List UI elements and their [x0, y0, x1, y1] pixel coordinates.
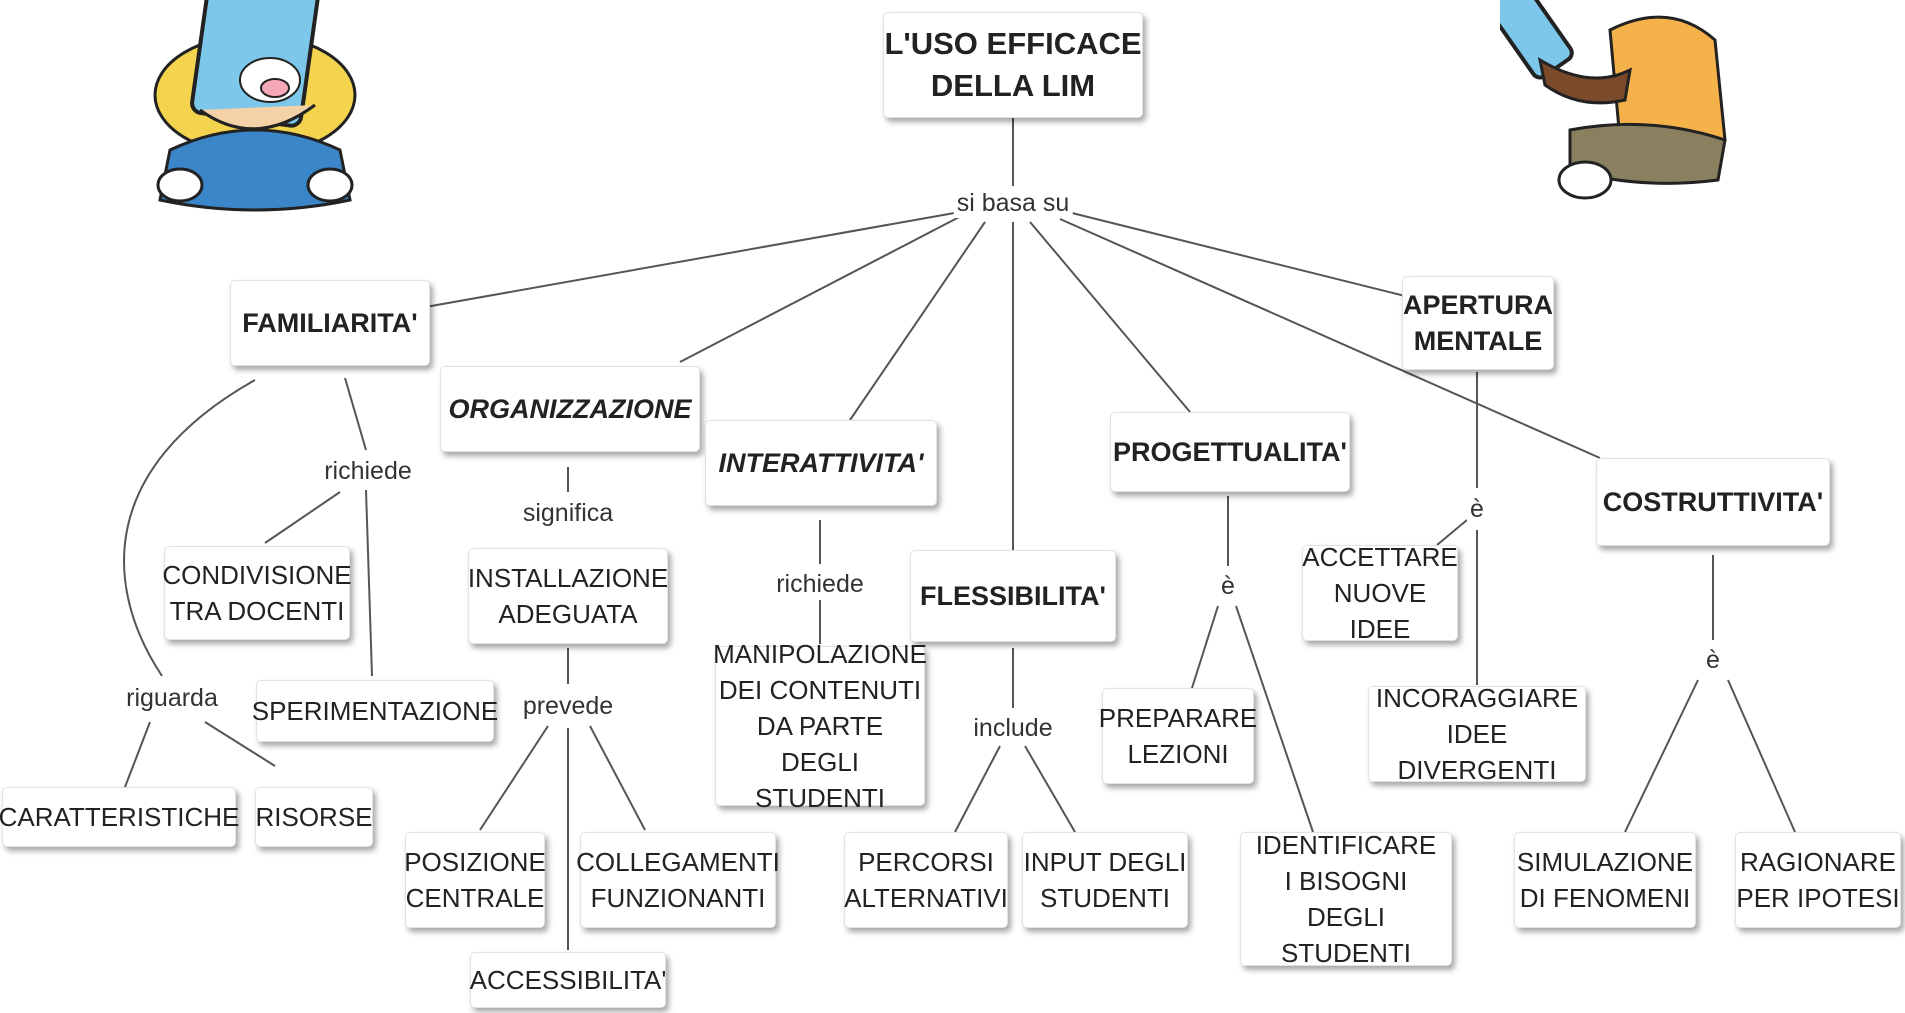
- concept-risorse: RISORSE: [255, 787, 373, 847]
- concept-input-studenti: INPUT DEGLI STUDENTI: [1022, 832, 1188, 928]
- child-with-tablet-illustration: [153, 0, 357, 212]
- concept-apertura-mentale: APERTURA MENTALE: [1402, 276, 1554, 370]
- link-label-richiede: richiede: [773, 569, 867, 599]
- concept-accettare-idee: ACCETTARE NUOVE IDEE: [1302, 542, 1458, 644]
- concept-sperimentazione: SPERIMENTAZIONE: [252, 680, 498, 742]
- concept-identificare-bisogni: IDENTIFICARE I BISOGNI DEGLI STUDENTI: [1240, 830, 1452, 968]
- concept-costruttivita: COSTRUTTIVITA': [1596, 458, 1830, 546]
- link-label-significa: significa: [519, 498, 617, 528]
- concept-flessibilita: FLESSIBILITA': [910, 550, 1116, 642]
- concept-progettualita: PROGETTUALITA': [1110, 412, 1350, 492]
- link-label-e: è: [1218, 571, 1238, 601]
- concept-accessibilita: ACCESSIBILITA': [470, 952, 666, 1008]
- concept-interattivita: INTERATTIVITA': [705, 420, 937, 506]
- link-label-e: è: [1467, 494, 1487, 524]
- child-with-tablet-illustration: [1500, 0, 1727, 200]
- concept-ragionare-ipotesi: RAGIONARE PER IPOTESI: [1735, 832, 1901, 928]
- concept-familiarita: FAMILIARITA': [230, 280, 430, 366]
- concept-condivisione: CONDIVISIONE TRA DOCENTI: [162, 546, 352, 640]
- concept-collegamenti: COLLEGAMENTI FUNZIONANTI: [576, 832, 780, 928]
- link-label-include: include: [970, 713, 1056, 743]
- concept-simulazione-fenomeni: SIMULAZIONE DI FENOMENI: [1514, 832, 1696, 928]
- concept-posizione-centrale: POSIZIONE CENTRALE: [404, 832, 546, 928]
- link-label-prevede: prevede: [519, 691, 617, 721]
- link-label-riguarda: riguarda: [123, 683, 221, 713]
- concept-manipolazione: MANIPOLAZIONE DEI CONTENUTI DA PARTE DEG…: [713, 639, 927, 813]
- link-label-richiede: richiede: [321, 456, 415, 486]
- concept-caratteristiche: CARATTERISTICHE: [0, 787, 239, 847]
- link-label-e: è: [1703, 645, 1723, 675]
- concept-preparare-lezioni: PREPARARE LEZIONI: [1099, 688, 1257, 784]
- concept-installazione: INSTALLAZIONE ADEGUATA: [468, 548, 668, 644]
- link-label-si-basa-su: si basa su: [953, 188, 1073, 218]
- concept-organizzazione: ORGANIZZAZIONE: [440, 366, 700, 452]
- concept-percorsi-alternativi: PERCORSI ALTERNATIVI: [844, 832, 1008, 928]
- root-concept: L'USO EFFICACE DELLA LIM: [883, 12, 1143, 118]
- concept-incoraggiare-idee: INCORAGGIARE IDEE DIVERGENTI: [1368, 683, 1586, 785]
